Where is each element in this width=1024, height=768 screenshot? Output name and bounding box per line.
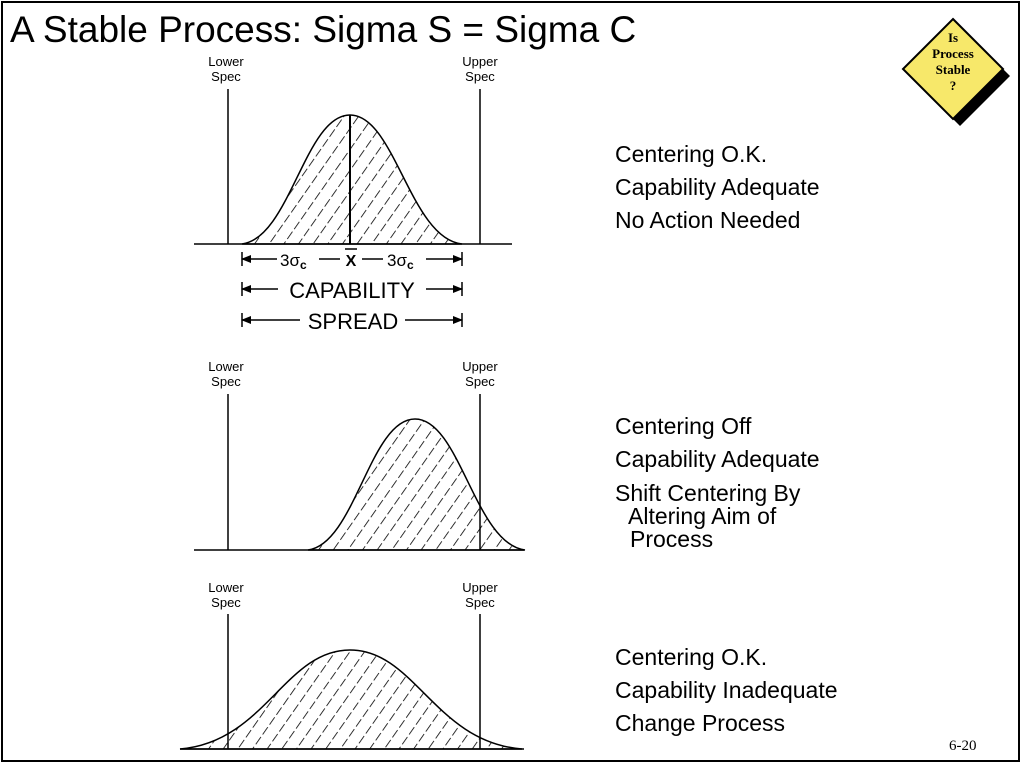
- panel-1: Lower Spec Upper Spec 3σc X 3σc CAPABILI…: [194, 54, 512, 334]
- right-sigma-label: 3σc: [387, 251, 414, 272]
- panel-2-notes: Centering Off Capability Adequate Shift …: [615, 410, 820, 551]
- panel-3-note-action: Change Process: [615, 710, 786, 736]
- lower-spec-label-1a: Lower: [208, 54, 244, 69]
- distribution-curve-2: [307, 418, 526, 551]
- panel-1-notes: Centering O.K. Capability Adequate No Ac…: [615, 138, 820, 237]
- lower-spec-label-2a: Lower: [208, 359, 244, 374]
- capability-label: CAPABILITY: [289, 278, 415, 303]
- panel-3-note-centering: Centering O.K.: [615, 644, 768, 670]
- x-bar-label: X: [346, 253, 357, 270]
- panel-3-note-capability: Capability Inadequate: [615, 677, 838, 703]
- panel-2-note-centering: Centering Off: [615, 413, 752, 439]
- left-sigma-label: 3σc: [280, 251, 307, 272]
- lower-spec-label-3b: Spec: [211, 595, 241, 610]
- badge-line-4: ?: [950, 78, 957, 93]
- badge-line-1: Is: [948, 30, 958, 45]
- panel-3-notes: Centering O.K. Capability Inadequate Cha…: [615, 641, 838, 740]
- panel-1-note-action: No Action Needed: [615, 207, 801, 233]
- distribution-curve-3: [179, 649, 523, 750]
- panel-2-note-capability: Capability Adequate: [615, 446, 820, 472]
- page-number: 6-20: [949, 738, 977, 754]
- panel-2-note-action: Shift Centering By Altering Aim of Proce…: [615, 482, 820, 551]
- badge-diamond: [901, 17, 1005, 121]
- panel-1-note-capability: Capability Adequate: [615, 174, 820, 200]
- lower-spec-label-3a: Lower: [208, 580, 244, 595]
- upper-spec-label-1a: Upper: [462, 54, 498, 69]
- upper-spec-label-3a: Upper: [462, 580, 498, 595]
- panel-2-note-action-line-2: Altering Aim of: [628, 503, 777, 529]
- panel-1-note-centering: Centering O.K.: [615, 141, 768, 167]
- panel-2: Lower Spec Upper Spec: [194, 359, 526, 551]
- panel-2-note-action-line-1: Shift Centering By: [615, 480, 801, 506]
- distribution-curve-1: [241, 114, 463, 245]
- process-stable-badge: Is Process Stable ?: [901, 17, 1010, 126]
- badge-line-3: Stable: [936, 62, 971, 77]
- spread-label: SPREAD: [308, 309, 398, 334]
- panel-2-note-action-line-3: Process: [630, 526, 714, 552]
- upper-spec-label-1b: Spec: [465, 69, 495, 84]
- panel-3: Lower Spec Upper Spec: [179, 580, 524, 750]
- upper-spec-label-3b: Spec: [465, 595, 495, 610]
- badge-line-2: Process: [932, 46, 974, 61]
- lower-spec-label-2b: Spec: [211, 374, 241, 389]
- upper-spec-label-2a: Upper: [462, 359, 498, 374]
- slide-title: A Stable Process: Sigma S = Sigma C: [10, 9, 637, 50]
- upper-spec-label-2b: Spec: [465, 374, 495, 389]
- lower-spec-label-1b: Spec: [211, 69, 241, 84]
